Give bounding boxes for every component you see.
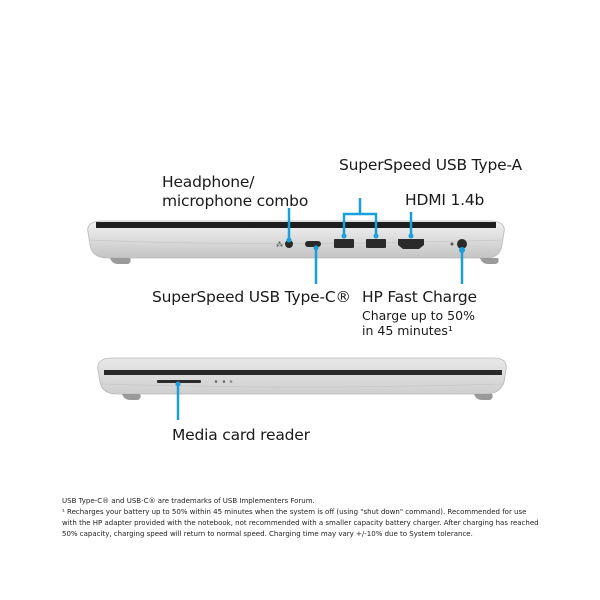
fast-charge-title: HP Fast Charge [362, 288, 477, 306]
footnote-trademark: USB Type-C® and USB-C® are trademarks of… [62, 497, 315, 505]
laptop-side-right [87, 220, 505, 264]
laptop-side-left [97, 357, 507, 400]
charge-port-icon [457, 239, 467, 249]
media-card-label: Media card reader [172, 426, 310, 444]
headphone-label-1: Headphone/ [162, 173, 255, 191]
headphone-label-2: microphone combo [162, 192, 309, 210]
ports-right-side: ⁂ [276, 239, 467, 249]
usb-a-port-2-icon [366, 239, 386, 248]
callout-dots-top [286, 233, 465, 253]
footnote-fast-charge: ¹ Recharges your battery up to 50% withi… [62, 508, 539, 538]
headphone-jack-icon [285, 240, 293, 248]
usb-c-port-icon [305, 241, 321, 247]
callout-lines-top [287, 198, 464, 284]
hdmi-label: HDMI 1.4b [405, 191, 485, 209]
usb-a-label: SuperSpeed USB Type-A [339, 156, 522, 174]
usb-c-label: SuperSpeed USB Type-C® [152, 288, 351, 306]
fast-charge-line-1: Charge up to 50% [362, 308, 475, 323]
card-slot-icon [157, 380, 201, 383]
hdmi-port-icon [398, 239, 424, 249]
usb-a-port-1-icon [334, 239, 354, 248]
svg-text:⁂: ⁂ [276, 241, 283, 249]
fast-charge-line-2: in 45 minutes¹ [362, 323, 453, 338]
